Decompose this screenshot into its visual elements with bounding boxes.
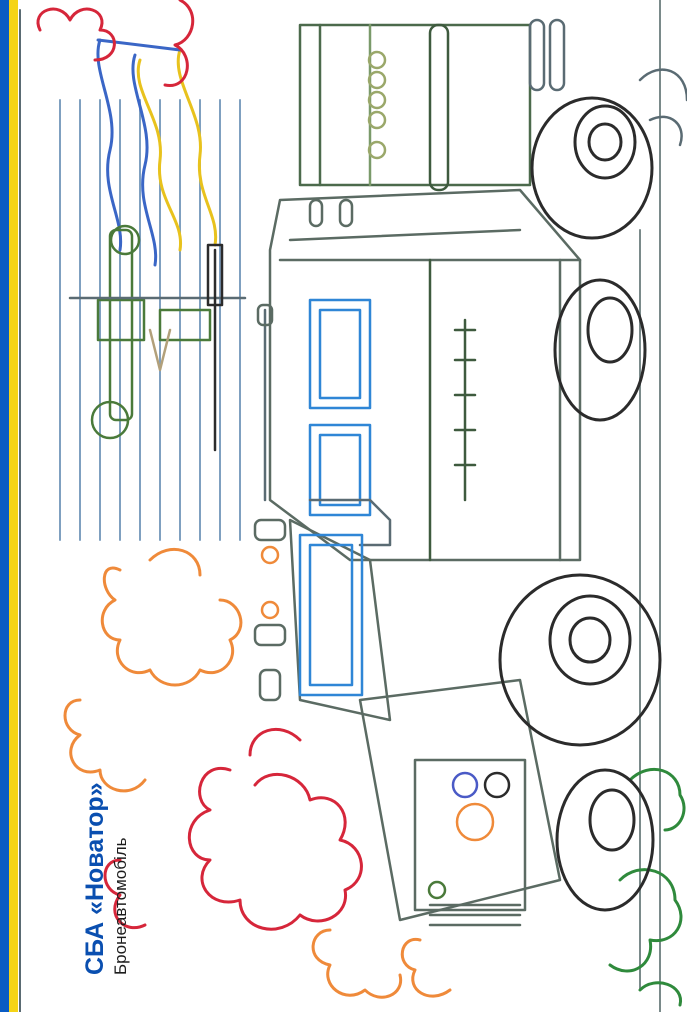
vehicle-subtitle: Бронеавтомобіль [111,837,130,975]
armored-vehicle-drawing [253,18,582,927]
flag-color-band [0,0,18,1012]
smoke-clouds [36,0,452,999]
flag-band-yellow [9,0,18,1012]
ukrainian-flag-drawing [96,38,218,267]
flag-band-blue [0,0,9,1012]
ground-rocks [638,68,687,147]
vehicle-title: СБА «Новатор» [81,782,109,975]
trees [608,767,686,1007]
vehicle-wheels [498,96,662,912]
anti-tank-launcher-drawing [68,224,247,452]
vehicle-caption: СБА «Новатор» Бронеавтомобіль [80,782,132,975]
background-lines [19,0,661,1012]
